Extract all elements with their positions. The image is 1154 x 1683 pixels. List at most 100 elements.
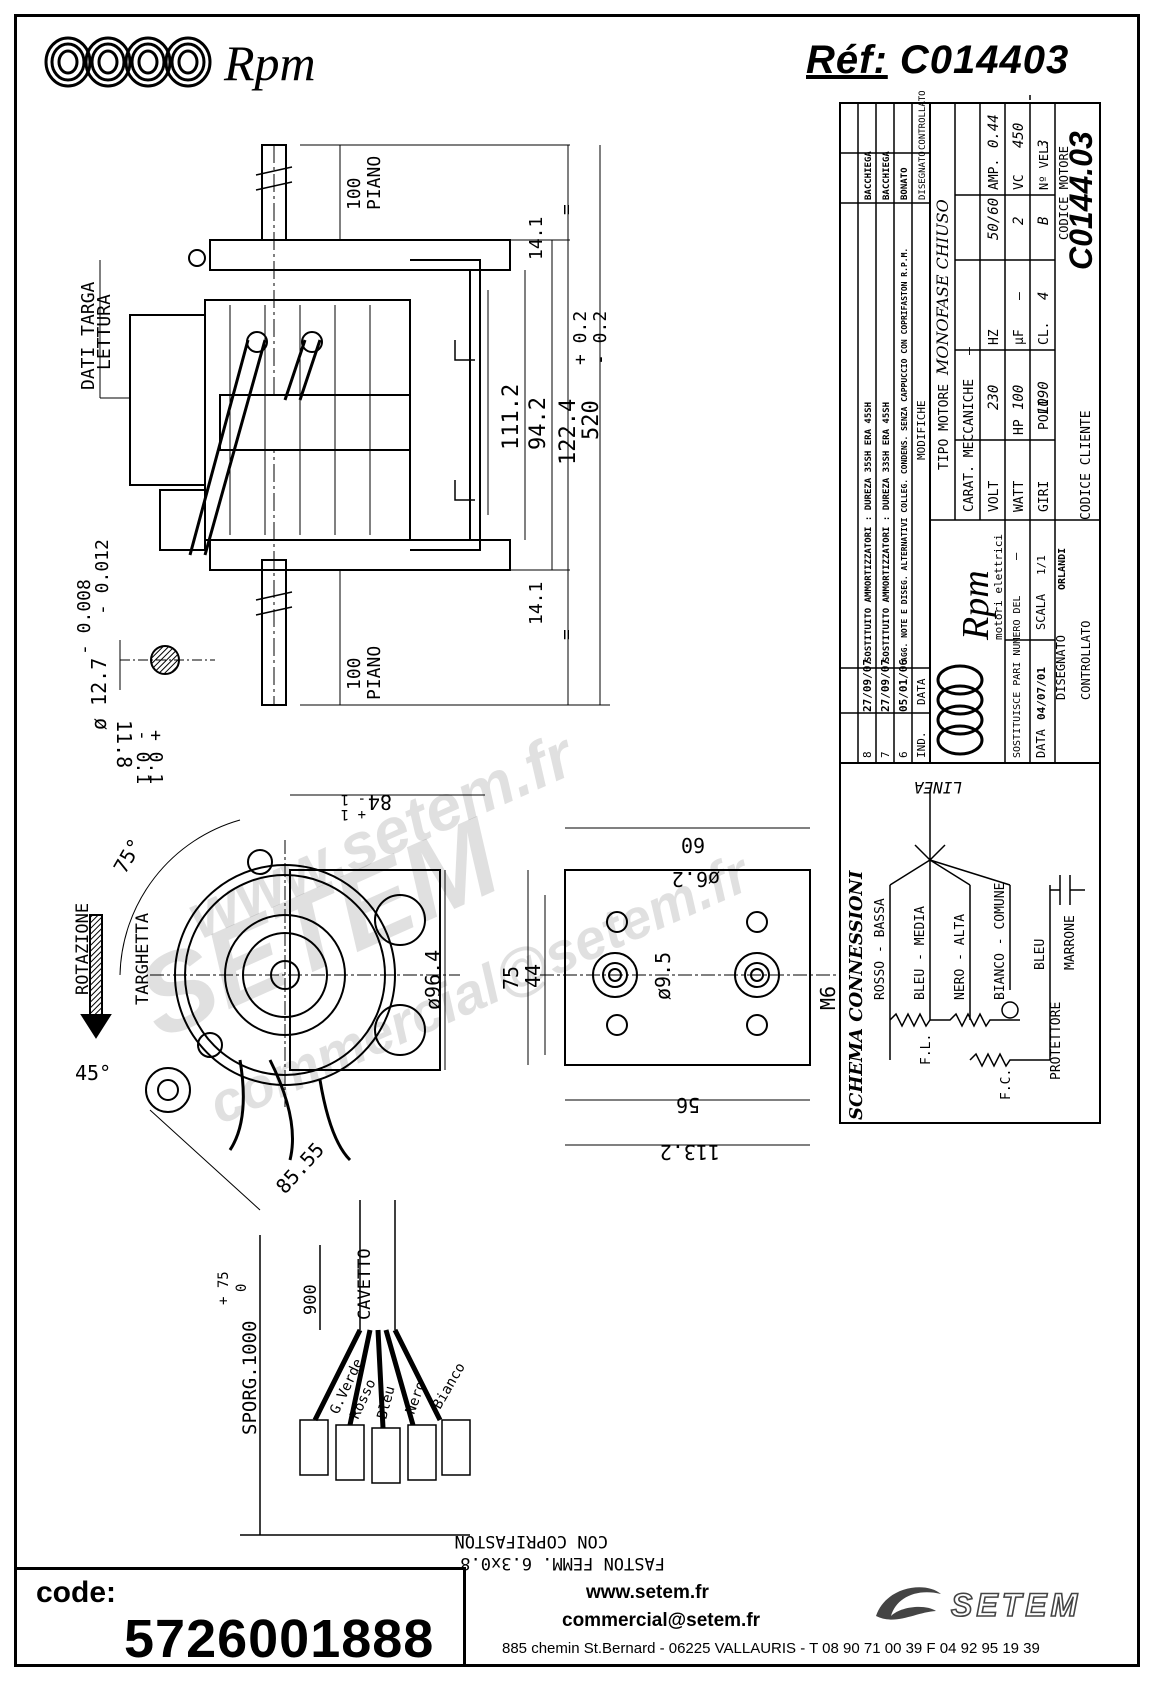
tol-plus: + 0.2 xyxy=(570,311,591,365)
col-modifiche: MODIFICHE xyxy=(915,400,928,460)
row7-data: 27/09/07 xyxy=(879,659,892,712)
lettura-label: LETTURA xyxy=(94,294,115,370)
ref-label: Réf: xyxy=(806,38,888,82)
schema-title: SCHEMA CONNESSIONI xyxy=(846,870,867,1120)
uf-label: µF xyxy=(1012,329,1027,345)
plate-view-labels: 60 ø6.2 ø9.5 75 44 56 113.2 M6 xyxy=(499,833,840,1164)
wire-bianco: Bianco xyxy=(430,1360,469,1412)
wire-nero: Nero xyxy=(403,1379,430,1416)
tipo-motore-value: MONOFASE CHIUSO xyxy=(933,199,952,376)
vc-label: VC xyxy=(1012,174,1027,190)
title-block-rpm-sub: motori elettrici xyxy=(992,534,1005,640)
row7-mod: SOSTITUITO AMMORTIZZATORI : DUREZA 33SH … xyxy=(882,402,892,662)
code-label: code: xyxy=(36,1576,117,1609)
top-view-dimensions xyxy=(99,144,610,706)
hp-value: — xyxy=(1012,292,1027,300)
vc-value: 450 xyxy=(1011,123,1027,148)
nvel-value: 3 xyxy=(1036,140,1052,149)
cavetto-label: CAVETTO xyxy=(355,1248,375,1320)
title-block-coil-icon xyxy=(936,664,984,756)
dim-96-4: ø96.4 xyxy=(421,950,445,1010)
amp-value: 0.44 xyxy=(986,114,1002,148)
copri-label: CON COPRIFASTON xyxy=(454,1531,608,1551)
dim-84-tol-b: + 1 xyxy=(341,806,366,822)
hz-label: HZ xyxy=(987,329,1002,345)
dim-100-bottom: 100 xyxy=(344,657,365,690)
flat-tol-a: - 0.1 xyxy=(132,730,153,784)
poli-label: POLI xyxy=(1037,399,1052,430)
giri-value: 1090 xyxy=(1036,381,1052,415)
sporg-tol-a: + 75 xyxy=(216,1271,232,1305)
col-controllato: CONTROLLATO xyxy=(918,90,928,150)
giri-label: GIRI xyxy=(1037,481,1052,512)
dim-113-2: 113.2 xyxy=(660,1140,720,1164)
volt-value: 230 xyxy=(986,385,1002,410)
watermark: www.setem.fr SETEM commercial@setem.fr xyxy=(120,717,761,1135)
piano-top-label: PIANO xyxy=(364,156,385,210)
dim-75: 75 xyxy=(499,966,523,990)
dim-520: 520 xyxy=(579,400,604,440)
scala-value: 1/1 xyxy=(1035,555,1048,575)
hz-value: 50/60 xyxy=(986,198,1002,240)
dim-44: 44 xyxy=(521,964,545,988)
sporg-label: SPORG.1000 xyxy=(239,1321,261,1435)
scala-label: SCALA xyxy=(1034,593,1048,630)
linea-label: LINEA xyxy=(914,778,962,797)
disegnato-label: DISEGNATO xyxy=(1054,635,1068,700)
footer-web-link[interactable]: www.setem.fr xyxy=(586,1582,709,1603)
angle-75: 75° xyxy=(109,834,148,877)
shaft-diameter: ø 12.7 xyxy=(87,658,111,730)
dim-85-55: 85.55 xyxy=(271,1138,329,1199)
dim-122-4: 122.4 xyxy=(556,399,581,465)
dim-84: 84 xyxy=(368,790,392,814)
cl-value: B xyxy=(1036,217,1052,225)
eq-bottom: = xyxy=(556,629,577,640)
footer-mail-link[interactable]: commercial@setem.fr xyxy=(562,1610,761,1631)
setem-logo: SETEM xyxy=(876,1586,1081,1624)
codice-motore-value: C0144.03 xyxy=(1063,131,1099,270)
m6-label: M6 xyxy=(816,986,840,1010)
volt-label: VOLT xyxy=(987,481,1002,512)
cl-label: CL. xyxy=(1037,322,1052,345)
watt-label: WATT xyxy=(1012,481,1027,512)
wire-nero-alta: NERO - ALTA xyxy=(953,914,968,1000)
row7-dis: BACCHIEGA xyxy=(882,151,892,200)
data-label: DATA xyxy=(1034,728,1048,758)
sporg-tol-b: 0 xyxy=(234,1284,250,1292)
eq-top: = xyxy=(556,204,577,215)
brand-name: Rpm xyxy=(223,35,316,91)
flat-dim: 11.8 xyxy=(112,720,136,768)
col-ind: IND. xyxy=(915,732,928,759)
dati-targa-label: DATI TARGA xyxy=(78,281,99,390)
controllato-label: CONTROLLATO xyxy=(1079,621,1093,700)
sostituisce-value: — xyxy=(1009,552,1023,560)
dim-6-2: ø6.2 xyxy=(672,867,720,891)
rpm-logo: Rpm xyxy=(44,35,316,91)
dim-14-1-bottom: 14.1 xyxy=(526,582,547,625)
amp-label: AMP. xyxy=(987,159,1002,190)
dim-84-tol: - 1 xyxy=(341,791,366,807)
footer-address: 885 chemin St.Bernard - 06225 VALLAURIS … xyxy=(502,1640,1040,1657)
watt-value: 100 xyxy=(1011,385,1027,410)
dim-100-top: 100 xyxy=(344,177,365,210)
setem-logo-text: SETEM xyxy=(951,1587,1081,1623)
dim-9-5: ø9.5 xyxy=(651,952,675,1000)
rotazione-label: ROTAZIONE xyxy=(73,903,93,995)
faston-label: FASTON FEMM. 6.3x0.8 xyxy=(460,1553,665,1573)
drawing-sheet xyxy=(14,14,1140,1667)
cable-labels: 900 CAVETTO SPORG.1000 + 75 0 G.Verde Ro… xyxy=(216,1248,665,1573)
dim-60: 60 xyxy=(681,833,705,857)
codice-motore-label: CODICE MOTORE xyxy=(1057,146,1071,240)
row8-ind: 8 xyxy=(861,751,874,758)
wire-bleu: BLEU xyxy=(1033,939,1048,970)
tipo-motore-label: TIPO MOTORE xyxy=(937,384,952,470)
wire-rosso-bassa: ROSSO - BASSA xyxy=(873,898,888,1000)
title-block-rpm-logo: Rpm xyxy=(955,570,997,641)
row6-data: 05/01/06 xyxy=(897,659,910,712)
row6-ind: 6 xyxy=(897,751,910,758)
dim-111-2: 111.2 xyxy=(499,384,524,450)
wire-marrone: MARRONE xyxy=(1063,915,1078,970)
carat-value: — xyxy=(962,347,977,355)
uf-value: 2 xyxy=(1011,217,1027,225)
